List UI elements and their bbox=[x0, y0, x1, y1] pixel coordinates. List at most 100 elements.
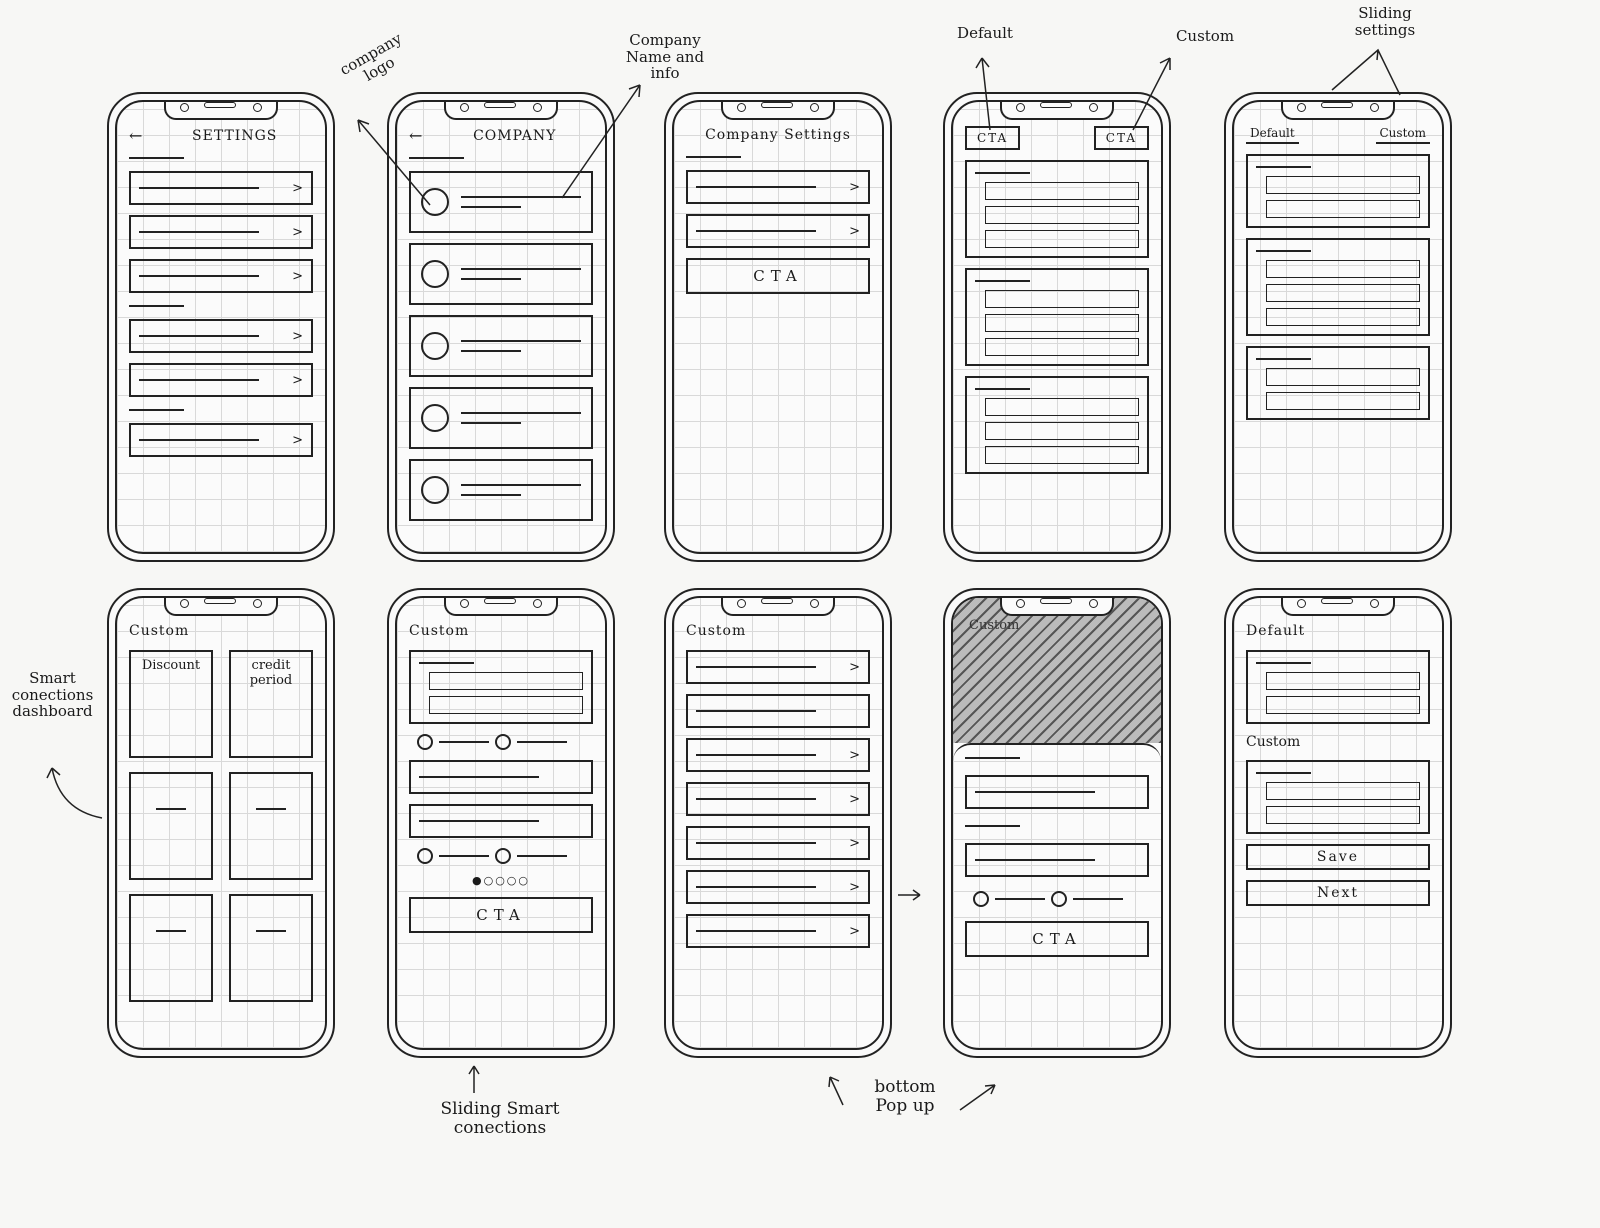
dashboard-tile[interactable] bbox=[129, 894, 213, 1002]
group-field[interactable] bbox=[1266, 368, 1420, 386]
dashboard-tile[interactable]: credit period bbox=[229, 650, 313, 758]
pagination-dots[interactable]: ●○○○○ bbox=[472, 874, 530, 887]
slider-handle[interactable] bbox=[495, 734, 511, 750]
company-info-lines bbox=[461, 476, 581, 504]
list-row[interactable] bbox=[965, 843, 1149, 877]
tab-1[interactable]: CTA bbox=[1093, 126, 1149, 150]
list-row[interactable]: > bbox=[129, 319, 313, 353]
group-title-line bbox=[1256, 662, 1311, 664]
company-row[interactable] bbox=[409, 243, 593, 305]
list-row[interactable]: > bbox=[129, 363, 313, 397]
list-row[interactable] bbox=[409, 804, 593, 838]
range-slider[interactable] bbox=[409, 734, 593, 750]
screen-title: Custom bbox=[129, 623, 190, 639]
phone-frame-5: Default Custom bbox=[1224, 92, 1452, 562]
company-name-line bbox=[461, 340, 581, 342]
speaker bbox=[1040, 598, 1072, 604]
slider-handle[interactable] bbox=[417, 734, 433, 750]
tile-line bbox=[156, 930, 186, 932]
list-row[interactable]: > bbox=[686, 826, 870, 860]
dimmed-background[interactable]: Custom bbox=[953, 598, 1161, 743]
group-field[interactable] bbox=[985, 182, 1139, 200]
group-field[interactable] bbox=[1266, 308, 1420, 326]
dashboard-tile[interactable]: Discount bbox=[129, 650, 213, 758]
cta-button[interactable]: CTA bbox=[686, 258, 870, 294]
group-field[interactable] bbox=[429, 696, 583, 714]
speaker bbox=[761, 102, 793, 108]
list-row[interactable]: > bbox=[686, 782, 870, 816]
dashboard-tile[interactable] bbox=[229, 772, 313, 880]
row-text-line bbox=[975, 791, 1095, 793]
list-row[interactable]: > bbox=[129, 171, 313, 205]
group-field[interactable] bbox=[985, 422, 1139, 440]
range-slider[interactable] bbox=[409, 848, 593, 864]
list-row[interactable]: > bbox=[686, 738, 870, 772]
dashboard-tile[interactable] bbox=[129, 772, 213, 880]
slider-handle[interactable] bbox=[973, 891, 989, 907]
slider-handle[interactable] bbox=[417, 848, 433, 864]
list-row[interactable]: > bbox=[129, 259, 313, 293]
company-row[interactable] bbox=[409, 387, 593, 449]
list-row[interactable]: > bbox=[686, 214, 870, 248]
list-row[interactable] bbox=[965, 775, 1149, 809]
group-field[interactable] bbox=[985, 446, 1139, 464]
group-field[interactable] bbox=[1266, 260, 1420, 278]
company-name-line bbox=[461, 484, 581, 486]
tab-1[interactable]: Custom bbox=[1375, 126, 1430, 144]
group-field[interactable] bbox=[985, 290, 1139, 308]
group-title-line bbox=[1256, 166, 1311, 168]
dashboard-tile[interactable] bbox=[229, 894, 313, 1002]
list-row[interactable] bbox=[686, 694, 870, 728]
group-field[interactable] bbox=[985, 338, 1139, 356]
list-row[interactable]: > bbox=[686, 170, 870, 204]
back-arrow-icon[interactable]: ← bbox=[129, 126, 143, 145]
screen-content: ←SETTINGS>>>>>> bbox=[129, 126, 313, 546]
group-field[interactable] bbox=[985, 206, 1139, 224]
group-field[interactable] bbox=[985, 398, 1139, 416]
row-text-line bbox=[139, 187, 259, 189]
list-row[interactable]: > bbox=[686, 914, 870, 948]
group-field[interactable] bbox=[1266, 696, 1420, 714]
list-row[interactable]: > bbox=[686, 870, 870, 904]
company-row[interactable] bbox=[409, 315, 593, 377]
tab-0[interactable]: Default bbox=[1246, 126, 1299, 144]
group-field[interactable] bbox=[1266, 392, 1420, 410]
group-field[interactable] bbox=[429, 672, 583, 690]
list-row[interactable]: > bbox=[686, 650, 870, 684]
group-field[interactable] bbox=[1266, 672, 1420, 690]
back-arrow-icon[interactable]: ← bbox=[409, 126, 423, 145]
company-row[interactable] bbox=[409, 171, 593, 233]
range-slider[interactable] bbox=[965, 891, 1149, 907]
chevron-right-icon: > bbox=[849, 747, 860, 763]
group-field[interactable] bbox=[1266, 200, 1420, 218]
next-button[interactable]: Next bbox=[1246, 880, 1430, 906]
list-row[interactable] bbox=[409, 760, 593, 794]
company-row[interactable] bbox=[409, 459, 593, 521]
company-info-line bbox=[461, 494, 521, 496]
group-title-line bbox=[1256, 250, 1311, 252]
company-info-line bbox=[461, 206, 521, 208]
screen-title: COMPANY bbox=[473, 127, 557, 144]
list-row[interactable]: > bbox=[129, 423, 313, 457]
group-field[interactable] bbox=[1266, 806, 1420, 824]
chevron-right-icon: > bbox=[849, 223, 860, 239]
slider-handle[interactable] bbox=[495, 848, 511, 864]
section-label-line bbox=[686, 156, 741, 158]
cta-button[interactable]: CTA bbox=[409, 897, 593, 933]
group-field[interactable] bbox=[1266, 284, 1420, 302]
group-field[interactable] bbox=[1266, 782, 1420, 800]
slider-handle[interactable] bbox=[1051, 891, 1067, 907]
arrow-popup-right bbox=[959, 1084, 996, 1111]
group-field[interactable] bbox=[985, 314, 1139, 332]
group-field[interactable] bbox=[985, 230, 1139, 248]
screen-title: Default bbox=[1246, 623, 1306, 639]
group-field[interactable] bbox=[1266, 176, 1420, 194]
cta-button[interactable]: CTA bbox=[965, 921, 1149, 957]
settings-group bbox=[1246, 760, 1430, 834]
list-row[interactable]: > bbox=[129, 215, 313, 249]
group-title-line bbox=[1256, 772, 1311, 774]
company-info-line bbox=[461, 350, 521, 352]
tab-0[interactable]: CTA bbox=[965, 126, 1021, 150]
save-button[interactable]: Save bbox=[1246, 844, 1430, 870]
